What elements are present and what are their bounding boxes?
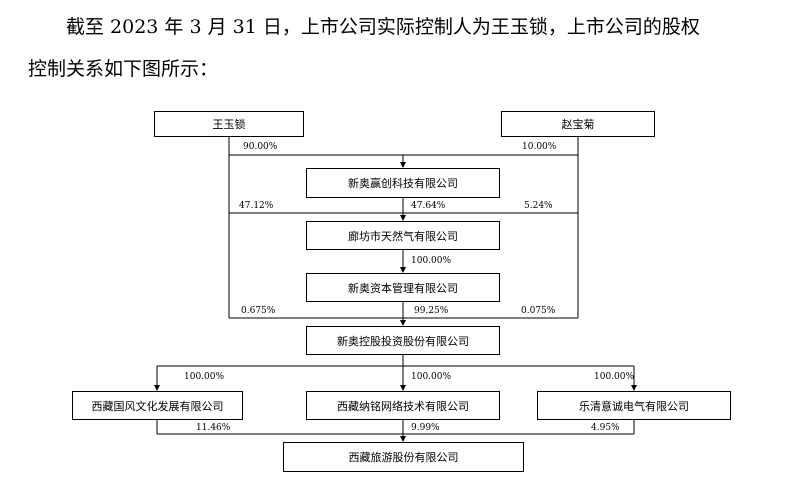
shareholder-zhao-baoju: 赵宝菊 [501, 111, 655, 137]
company-xinao-holdings: 新奥控股投资股份有限公司 [306, 326, 500, 355]
company-xinao-capital-label: 新奥资本管理有限公司 [348, 281, 458, 295]
company-tibet-tourism: 西藏旅游股份有限公司 [283, 442, 524, 472]
stake-wang-holdings: 0.675% [241, 306, 276, 316]
company-yueqing-yicheng-label: 乐清意诚电气有限公司 [579, 399, 689, 413]
company-tibet-guofeng-label: 西藏国风文化发展有限公司 [91, 399, 224, 413]
stake-zhao-langfang: 5.24% [524, 201, 553, 211]
stake-holdings-guofeng: 100.00% [184, 372, 225, 382]
stake-naming-tourism: 9.99% [411, 423, 440, 433]
company-yueqing-yicheng: 乐清意诚电气有限公司 [537, 391, 731, 420]
shareholder-wang-yusuo-label: 王玉锁 [212, 118, 246, 131]
stake-guofeng-tourism: 11.46% [196, 423, 231, 433]
intro-line-2: 控制关系如下图所示： [28, 58, 219, 80]
shareholder-wang-yusuo: 王玉锁 [154, 111, 304, 137]
stake-wang-yingchuang: 90.00% [243, 142, 278, 152]
stake-holdings-yicheng: 100.00% [594, 372, 635, 382]
intro-paragraph: 截至 2023 年 3 月 31 日，上市公司实际控制人为王玉锁，上市公司的股权… [28, 6, 778, 90]
stake-yingchuang-langfang: 47.64% [411, 201, 446, 211]
intro-line-1: 截至 2023 年 3 月 31 日，上市公司实际控制人为王玉锁，上市公司的股权 [66, 16, 700, 38]
company-langfang-gas-label: 廊坊市天然气有限公司 [348, 229, 458, 243]
stake-langfang-capital: 100.00% [411, 256, 452, 266]
stake-yicheng-tourism: 4.95% [591, 423, 620, 433]
company-langfang-gas: 廊坊市天然气有限公司 [306, 221, 500, 250]
stake-capital-holdings: 99.25% [414, 306, 449, 316]
shareholder-zhao-baoju-label: 赵宝菊 [561, 118, 595, 131]
stake-wang-langfang: 47.12% [239, 201, 274, 211]
company-tibet-tourism-label: 西藏旅游股份有限公司 [348, 451, 459, 464]
stake-zhao-yingchuang: 10.00% [522, 142, 557, 152]
company-tibet-naming-label: 西藏纳铭网络技术有限公司 [337, 399, 469, 413]
company-tibet-naming: 西藏纳铭网络技术有限公司 [306, 391, 500, 420]
stake-holdings-naming: 100.00% [411, 372, 452, 382]
company-xinao-yingchuang-label: 新奥赢创科技有限公司 [348, 177, 458, 190]
company-tibet-guofeng: 西藏国风文化发展有限公司 [72, 391, 243, 420]
company-xinao-capital: 新奥资本管理有限公司 [306, 273, 500, 302]
stake-zhao-holdings: 0.075% [521, 306, 556, 316]
company-xinao-yingchuang: 新奥赢创科技有限公司 [306, 168, 500, 198]
company-xinao-holdings-label: 新奥控股投资股份有限公司 [337, 334, 469, 348]
